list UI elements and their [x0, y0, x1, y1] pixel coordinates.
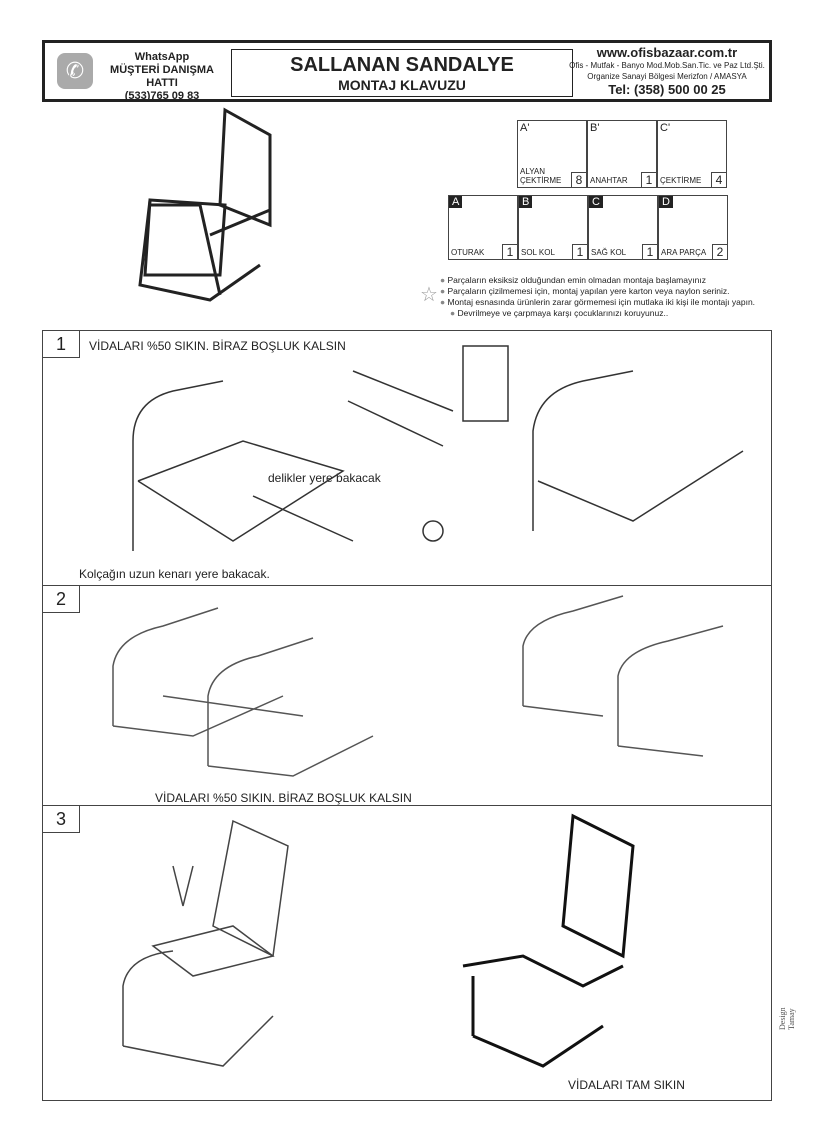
hardware-code: B'	[590, 122, 600, 134]
part-item: B SOL KOL 1	[518, 195, 588, 260]
part-code: D	[659, 196, 673, 208]
part-code: B	[519, 196, 533, 208]
part-item: A OTURAK 1	[448, 195, 518, 260]
page-title: SALLANAN SANDALYE	[290, 54, 514, 76]
step-caption: VİDALARI %50 SIKIN. BİRAZ BOŞLUK KALSIN	[89, 339, 346, 353]
part-item: D ARA PARÇA 2	[658, 195, 728, 260]
hardware-qty: 1	[641, 172, 656, 187]
hotline-info: WhatsApp MÜŞTERİ DANIŞMA HATTI (533)765 …	[97, 51, 227, 103]
part-name: SOL KOL	[521, 248, 555, 257]
note: Parçaların çizilmemesi için, montaj yapı…	[440, 286, 755, 297]
hardware-name: ANAHTAR	[590, 176, 628, 185]
design-credit: Design Tamay	[778, 1007, 796, 1030]
step-note: delikler yere bakacak	[268, 471, 381, 485]
part-code: C	[589, 196, 603, 208]
part-item: C SAĞ KOL 1	[588, 195, 658, 260]
step-number: 2	[43, 586, 80, 613]
company-name: Ofis - Mutfak - Banyo Mod.Mob.San.Tic. v…	[569, 61, 765, 70]
part-qty: 1	[572, 244, 587, 259]
company-info: www.ofisbazaar.com.tr Ofis - Mutfak - Ba…	[567, 45, 767, 98]
whatsapp-label: WhatsApp	[134, 51, 190, 63]
part-name: SAĞ KOL	[591, 248, 627, 257]
part-name: ARA PARÇA	[661, 248, 707, 257]
part-code: A	[449, 196, 463, 208]
step-1-diagram	[132, 345, 744, 551]
note: Devrilmeye ve çarpmaya karşı çocuklarını…	[440, 308, 755, 319]
hardware-name: ALYAN ÇEKTİRME	[520, 167, 562, 185]
title-box: SALLANAN SANDALYE MONTAJ KLAVUZU	[231, 49, 573, 97]
company-address: Organize Sanayi Bölgesi Merizfon / AMASY…	[587, 72, 747, 81]
hardware-item: C' ÇEKTİRME 4	[657, 120, 727, 188]
step-caption: VİDALARI TAM SIKIN	[568, 1078, 685, 1092]
step-1: 1 VİDALARI %50 SIKIN. BİRAZ BOŞLUK KALSI…	[42, 330, 772, 586]
whatsapp-icon: ✆	[57, 53, 93, 89]
step-caption: VİDALARI %50 SIKIN. BİRAZ BOŞLUK KALSIN	[155, 791, 412, 805]
part-qty: 1	[502, 244, 517, 259]
star-icon: ☆	[420, 284, 438, 306]
hardware-name: ÇEKTİRME	[660, 176, 702, 185]
hardware-qty: 8	[571, 172, 586, 187]
notes-list: Parçaların eksiksiz olduğundan emin olma…	[440, 275, 756, 319]
step-2-diagram	[112, 595, 724, 777]
website-link[interactable]: www.ofisbazaar.com.tr	[596, 45, 738, 60]
chair-illustration	[138, 107, 272, 302]
step-2: 2 VİDALARI %50 SIKIN. BİRAZ BOŞLUK KALSI…	[42, 585, 772, 806]
part-name: OTURAK	[451, 248, 485, 257]
company-tel: Tel: (358) 500 00 25	[608, 82, 726, 97]
step-number: 1	[43, 331, 80, 358]
hardware-item: A' ALYAN ÇEKTİRME 8	[517, 120, 587, 188]
page-subtitle: MONTAJ KLAVUZU	[338, 77, 466, 93]
note: Parçaların eksiksiz olduğundan emin olma…	[440, 275, 755, 286]
hardware-qty: 4	[711, 172, 726, 187]
step-3-diagram	[122, 813, 635, 1068]
hardware-item: B' ANAHTAR 1	[587, 120, 657, 188]
part-qty: 2	[712, 244, 727, 259]
hotline-label: MÜŞTERİ DANIŞMA HATTI	[110, 64, 214, 89]
hotline-phone: (533)765 09 83	[124, 90, 200, 102]
hardware-code: C'	[660, 122, 671, 134]
header: ✆ WhatsApp MÜŞTERİ DANIŞMA HATTI (533)76…	[42, 40, 772, 102]
part-qty: 1	[642, 244, 657, 259]
step-note: Kolçağın uzun kenarı yere bakacak.	[79, 567, 270, 581]
note: Montaj esnasında ürünlerin zarar görmeme…	[440, 297, 756, 308]
step-number: 3	[43, 806, 80, 833]
step-3: 3 VİDALARI TAM SIKIN	[42, 805, 772, 1101]
hardware-code: A'	[520, 122, 530, 134]
